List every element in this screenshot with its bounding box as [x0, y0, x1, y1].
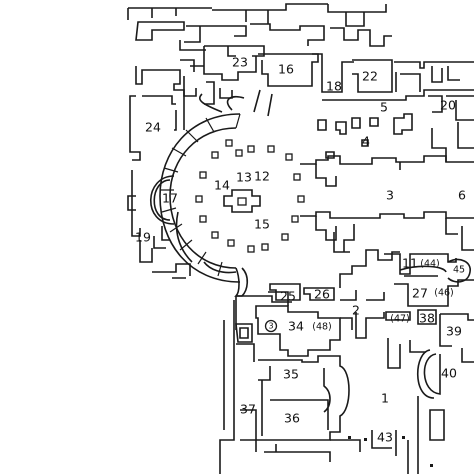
label-17: 17 — [162, 191, 178, 206]
label-18: 18 — [326, 79, 342, 94]
central-monument — [223, 189, 261, 213]
label-38: 38 — [419, 311, 435, 326]
label-39: 39 — [446, 324, 462, 339]
label-36: 36 — [284, 411, 300, 426]
bottom-markers — [348, 436, 433, 467]
label-20: 20 — [440, 98, 456, 113]
circled-marker: 3 — [264, 319, 278, 333]
upper-block-rooms — [183, 45, 354, 105]
label-48: (48) — [312, 322, 332, 333]
north-perimeter-walls — [127, 3, 392, 72]
courtyard-fragments — [317, 113, 413, 159]
label-37: 37 — [240, 402, 256, 417]
circled-marker-label: 3 — [268, 322, 273, 331]
label-40: 40 — [441, 366, 457, 381]
right-rooms — [384, 253, 474, 399]
label-34: 34 — [288, 319, 304, 334]
label-47: (47) — [390, 314, 410, 325]
label-46: (46) — [434, 288, 454, 299]
label-35: 35 — [283, 367, 299, 382]
label-13: 13 — [236, 170, 252, 185]
label-3: 3 — [386, 188, 394, 203]
label-4: 4 — [362, 134, 370, 149]
lower-middle-rooms — [235, 249, 400, 339]
label-2: 2 — [352, 303, 360, 318]
label-23: 23 — [232, 55, 248, 70]
room-labels: 1 2 3 4 5 6 11 12 13 14 15 16 17 18 19 2… — [135, 55, 466, 445]
apse-17 — [150, 175, 175, 249]
left-wing — [127, 66, 191, 279]
label-25: 25 — [280, 289, 296, 304]
label-11: 11 — [402, 256, 418, 271]
label-19: 19 — [135, 230, 151, 245]
label-16: 16 — [278, 62, 294, 77]
label-14: 14 — [214, 178, 230, 193]
nave-south-wall — [300, 211, 474, 253]
square-pillars — [195, 139, 305, 253]
nave-north-wall — [300, 122, 474, 187]
label-45: 45 — [453, 265, 465, 276]
label-6: 6 — [458, 188, 466, 203]
label-22: 22 — [362, 69, 378, 84]
label-26: 26 — [314, 287, 330, 302]
label-15: 15 — [254, 217, 270, 232]
label-1: 1 — [381, 391, 389, 406]
label-44: (44) — [420, 259, 440, 270]
label-24: 24 — [145, 120, 161, 135]
label-5: 5 — [380, 100, 388, 115]
upper-right-block — [322, 59, 474, 121]
label-27: 27 — [412, 286, 428, 301]
lower-left-complex — [219, 291, 445, 474]
label-12: 12 — [254, 169, 270, 184]
label-43: 43 — [377, 430, 393, 445]
colonnade — [159, 89, 273, 297]
